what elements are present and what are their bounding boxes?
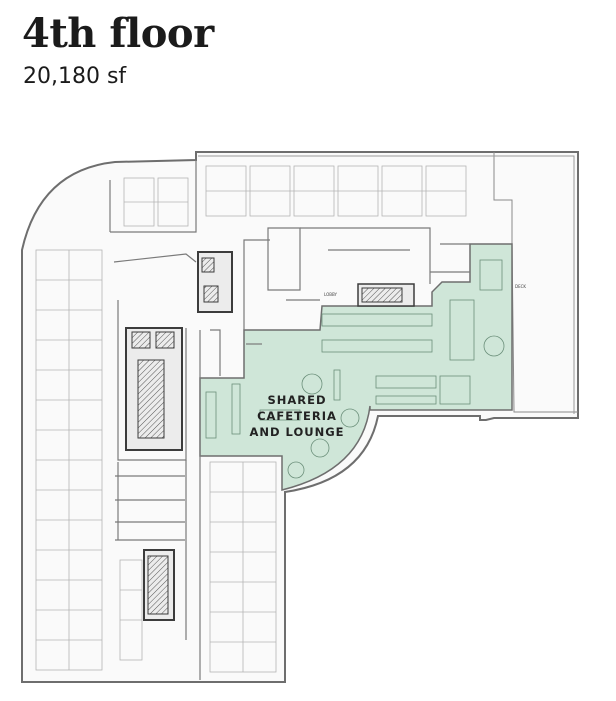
- deck-tag: DECK: [515, 284, 526, 289]
- stair-core-main: [137, 359, 165, 439]
- restroom-stall-2: [203, 285, 219, 303]
- cafe-label-line-1: SHARED: [267, 393, 327, 407]
- shared-cafeteria-label: SHARED CAFETERIA AND LOUNGE: [212, 392, 382, 440]
- workstations-south: [119, 461, 277, 673]
- workstations-west: [35, 249, 103, 671]
- restroom-stall-1: [201, 257, 215, 273]
- cafeteria-furniture: [205, 259, 505, 479]
- service-core-hatch: [361, 287, 403, 303]
- stair-lower-hatch: [147, 555, 169, 615]
- workstations-north: [123, 165, 467, 227]
- elevator-shaft-1: [131, 331, 151, 349]
- interior-walls: [109, 160, 470, 680]
- floor-area: 20,180 sf: [23, 64, 127, 89]
- elevator-shaft-2: [155, 331, 175, 349]
- deck-inner-line: [198, 155, 575, 414]
- shared-cafeteria-zone: [199, 243, 513, 491]
- cafe-label-line-3: AND LOUNGE: [249, 425, 345, 439]
- floor-title: 4th floor: [22, 10, 214, 57]
- lobby-tag: LOBBY: [324, 292, 338, 297]
- deck-boundary: [493, 152, 578, 413]
- cafe-label-line-2: CAFETERIA: [257, 409, 337, 423]
